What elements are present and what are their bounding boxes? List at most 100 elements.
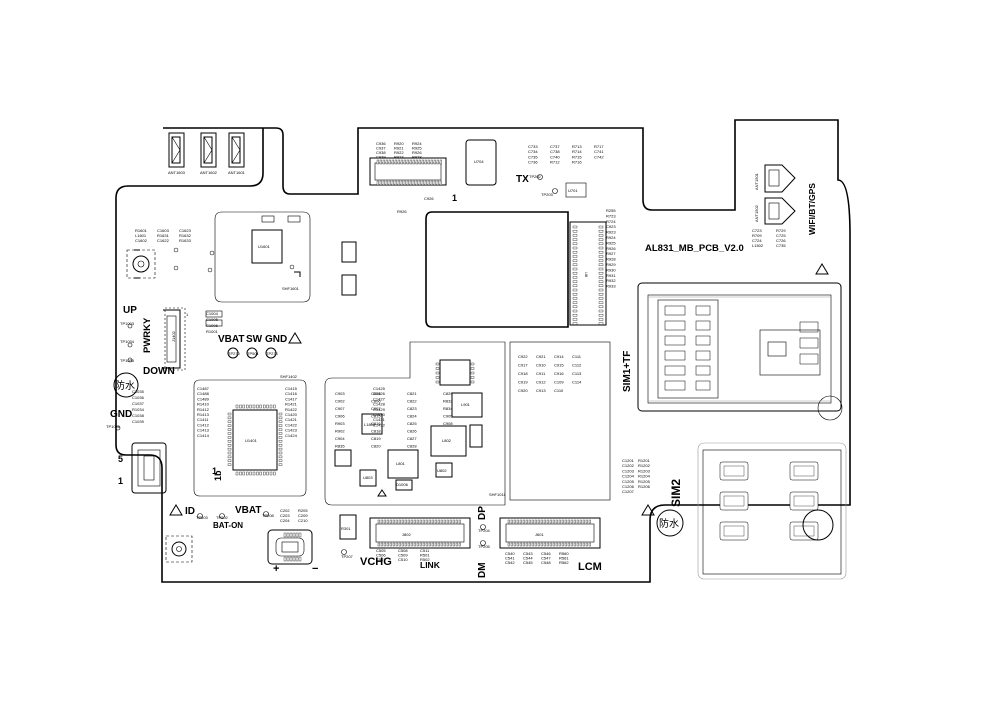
chip-label: R301: [341, 526, 351, 531]
pin: [572, 263, 578, 266]
pin: [570, 542, 573, 547]
pin: [263, 404, 266, 409]
ref-label: C738: [550, 149, 560, 154]
pad: [695, 335, 711, 346]
ref-label: R1413: [197, 412, 210, 417]
chip-u704: U704: [465, 139, 497, 186]
pin: [227, 459, 232, 462]
chip-label: U8: [584, 272, 589, 278]
pin: [227, 412, 232, 416]
ref-label: C905: [443, 414, 453, 419]
ref-label: C1424: [285, 433, 298, 438]
pin: [528, 519, 531, 524]
pwrky-label: PWRKY: [142, 317, 153, 353]
pin: [576, 519, 579, 524]
ref-label: C807: [371, 406, 381, 411]
pin: [513, 542, 516, 547]
ref-label: R729: [776, 228, 786, 233]
pin: [540, 519, 543, 524]
pin: [430, 159, 433, 165]
ref-label: R1202: [638, 463, 651, 468]
pin: [295, 532, 299, 538]
pin: [598, 246, 604, 250]
pin: [598, 280, 604, 283]
ref-label: J1402: [171, 330, 176, 342]
pin: [522, 519, 525, 524]
ref-label: C1421: [285, 417, 298, 422]
chip-label: L802: [442, 438, 452, 443]
ref-label: R1201: [638, 458, 651, 463]
pin: [416, 519, 419, 524]
pin: [435, 376, 440, 379]
pin: [582, 542, 585, 547]
testpoint-label: TP1003: [120, 321, 135, 326]
pin: [278, 436, 283, 439]
ref-label: C1417: [285, 396, 298, 401]
pin: [416, 542, 419, 547]
ref-label: C918: [518, 371, 528, 376]
pin: [269, 404, 273, 409]
ref-label: R205: [298, 508, 308, 513]
ref-label: C910: [536, 363, 546, 368]
ref-label: SHF1601: [282, 286, 300, 291]
pin: [259, 471, 262, 476]
ref-label: R1631: [157, 233, 170, 238]
ref-label: C741: [594, 149, 604, 154]
pin: [398, 542, 401, 547]
chip-label: U802: [437, 468, 447, 473]
pin: [534, 519, 537, 524]
pin: [458, 542, 461, 547]
ref-label: R1421: [285, 402, 298, 407]
pin: [598, 255, 604, 258]
lcm-label: LCM: [578, 561, 602, 573]
ref-label: C906: [335, 414, 345, 419]
inductor-l1801: [361, 413, 383, 435]
pin: [439, 159, 442, 165]
connector-pins: [376, 159, 442, 186]
testpoint-label: TP501: [247, 351, 260, 356]
ref-label: C1005: [206, 317, 219, 322]
inductor-l901: [451, 392, 483, 418]
testpoint-tp203: [552, 188, 558, 194]
ref-label: C911: [536, 371, 546, 376]
pin: [385, 159, 388, 165]
ref-label: C923: [606, 224, 616, 229]
waterproof-badge: [656, 509, 684, 537]
testpoint-tp202: [537, 174, 543, 180]
chip-label: U803: [363, 475, 373, 480]
ref-label: R834: [443, 406, 453, 411]
ref-label: C1415: [285, 386, 298, 391]
ref-label: SHF1011: [489, 492, 506, 497]
pin: [227, 451, 232, 455]
pad-inner: [723, 495, 745, 507]
ref-label: L1601: [135, 233, 147, 238]
pin: [379, 159, 382, 165]
ref-label: R902: [335, 429, 345, 434]
pin: [470, 367, 475, 370]
ref-label: R903: [335, 421, 345, 426]
ref-label: C742: [594, 154, 604, 159]
ref-label: R562: [559, 560, 569, 565]
pin: [434, 542, 437, 547]
ref-label: R926: [412, 150, 422, 155]
pin: [386, 519, 389, 524]
sim2-socket: SIM2 防水 C1201C1202C1203C1204C1205C1206C1…: [622, 442, 847, 580]
pin: [419, 542, 422, 547]
ref-label: R933: [606, 284, 616, 289]
pin: [278, 440, 283, 443]
pin: [278, 416, 283, 420]
pin: [283, 532, 287, 538]
ref-label: C936: [376, 141, 386, 146]
part-block: [341, 274, 357, 296]
pin: [598, 284, 604, 287]
pin: [437, 519, 440, 524]
pin: [391, 159, 394, 165]
pin: [401, 519, 404, 524]
ref-label: C544: [523, 556, 533, 561]
pin: [458, 519, 461, 524]
pin: [249, 471, 252, 476]
ref-label: C903: [335, 391, 345, 396]
pin: [598, 251, 604, 254]
ref-label: C113: [572, 371, 582, 376]
ref-label: C938: [376, 150, 386, 155]
